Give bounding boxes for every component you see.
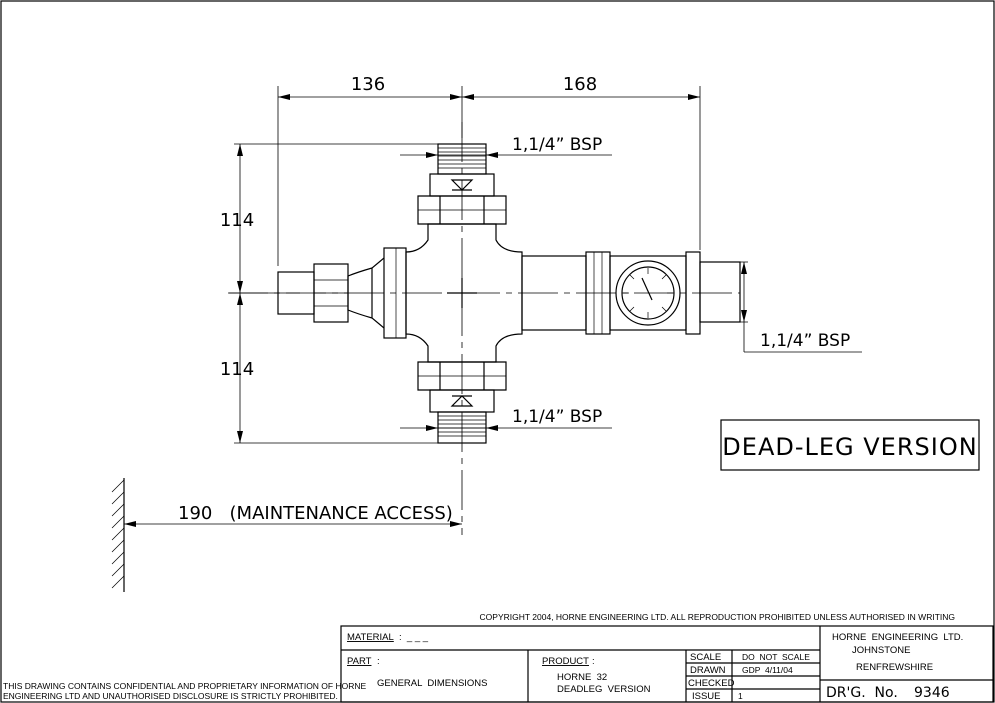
material-label: MATERIAL xyxy=(347,632,394,643)
checked-label: CHECKED xyxy=(688,678,735,689)
bsp-label-top: 1,1/4” BSP xyxy=(512,135,602,155)
part-value: GENERAL DIMENSIONS xyxy=(377,678,488,689)
issue-label: ISSUE xyxy=(692,691,721,702)
material-value: : _ _ _ xyxy=(399,632,429,643)
dim-114-upper: 114 xyxy=(220,210,254,231)
company-county: RENFREWSHIRE xyxy=(856,662,933,673)
confidential-notice-line1: THIS DRAWING CONTAINS CONFIDENTIAL AND P… xyxy=(3,681,366,691)
version-box xyxy=(720,419,980,471)
title-block: MATERIAL : _ _ _ PART : GENERAL DIMENSIO… xyxy=(340,625,994,703)
version-label: DEAD-LEG VERSION xyxy=(722,433,977,461)
bsp-label-right: 1,1/4” BSP xyxy=(760,331,850,351)
company-town: JOHNSTONE xyxy=(852,645,910,656)
bottom-dimension: 190 (MAINTENANCE ACCESS) xyxy=(111,478,462,592)
gauge-icon xyxy=(615,260,681,326)
callout-bottom: 1,1/4” BSP xyxy=(400,407,612,431)
top-dimensions: 136 168 xyxy=(277,74,701,266)
drawing-number-label: DR'G. No. xyxy=(826,685,898,701)
company-name: HORNE ENGINEERING LTD. xyxy=(832,632,963,643)
scale-label: SCALE xyxy=(690,652,721,663)
dim-136: 136 xyxy=(351,74,385,95)
bottom-thread xyxy=(437,411,487,444)
drawing-number: 9346 xyxy=(914,685,950,701)
product-line2: DEADLEG VERSION xyxy=(557,684,651,695)
dim-168: 168 xyxy=(563,74,597,95)
part-label: PART xyxy=(347,656,372,667)
confidential-notice-line2: ENGINEERING LTD AND UNAUTHORISED DISCLOS… xyxy=(3,691,338,701)
drawn-value: GDP 4/11/04 xyxy=(742,665,793,675)
dim-114-lower: 114 xyxy=(220,359,254,380)
issue-value: 1 xyxy=(738,691,743,701)
product-line1: HORNE 32 xyxy=(557,672,607,683)
copyright-notice: COPYRIGHT 2004, HORNE ENGINEERING LTD. A… xyxy=(480,612,955,622)
left-dimensions: 114 114 xyxy=(220,143,440,444)
part-colon: : xyxy=(377,656,380,667)
callout-right: 1,1/4” BSP xyxy=(702,261,862,353)
bsp-label-bottom: 1,1/4” BSP xyxy=(512,407,602,427)
product-label: PRODUCT xyxy=(542,656,589,667)
scale-value: DO NOT SCALE xyxy=(742,652,810,662)
dim-190-maintenance: 190 (MAINTENANCE ACCESS) xyxy=(178,503,453,524)
callout-top: 1,1/4” BSP xyxy=(400,135,612,158)
valve-assembly xyxy=(228,122,741,535)
drawn-label: DRAWN xyxy=(690,665,726,676)
product-colon: : xyxy=(592,656,595,667)
